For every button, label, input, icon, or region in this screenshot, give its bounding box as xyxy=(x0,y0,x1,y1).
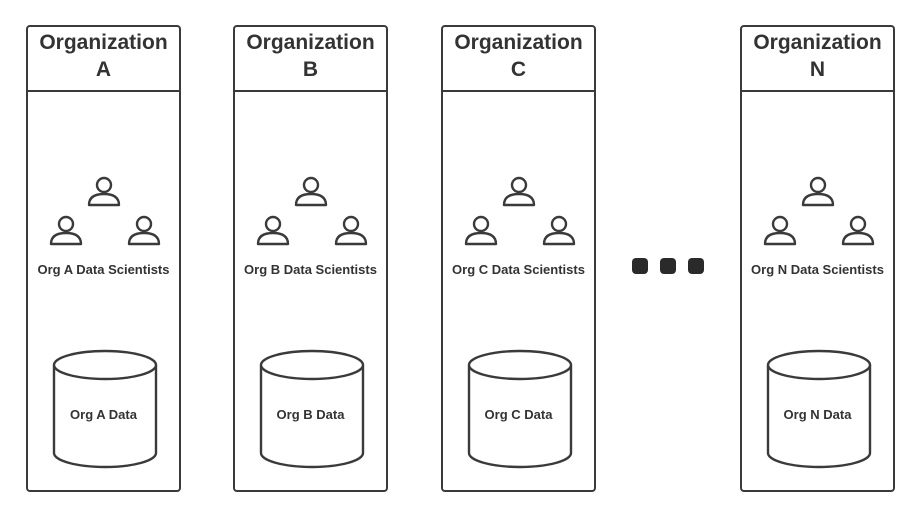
person-icon xyxy=(801,176,835,207)
data-scientists-label: Org A Data Scientists xyxy=(37,262,170,277)
person-icon xyxy=(87,176,121,207)
database-icon xyxy=(259,349,365,469)
ellipsis-icon xyxy=(632,258,704,274)
person-icon xyxy=(334,215,368,246)
person-icon xyxy=(294,176,328,207)
person-icon xyxy=(502,176,536,207)
data-scientists-label: Org N Data Scientists xyxy=(751,262,884,277)
organization-b-box: Organization B Org B Data Scientists Org… xyxy=(233,25,388,492)
data-scientists-group xyxy=(235,172,386,252)
data-scientists-group xyxy=(28,172,179,252)
person-icon xyxy=(464,215,498,246)
org-title-line2: B xyxy=(302,58,319,81)
database-icon xyxy=(467,349,573,469)
org-title-line2: A xyxy=(95,58,112,81)
org-title-line1: Organization xyxy=(246,31,375,54)
data-store-label: Org C Data xyxy=(484,407,553,422)
data-scientists-label: Org B Data Scientists xyxy=(244,262,377,277)
org-title-line2: N xyxy=(809,58,826,81)
data-scientists-group xyxy=(742,172,893,252)
data-store-label: Org A Data xyxy=(70,407,137,422)
data-scientists-group xyxy=(443,172,594,252)
organization-a-header: Organization A xyxy=(28,27,179,92)
person-icon xyxy=(127,215,161,246)
organization-n-header: Organization N xyxy=(742,27,893,92)
organization-n-box: Organization N Org N Data Scientists Org… xyxy=(740,25,895,492)
organization-b-header: Organization B xyxy=(235,27,386,92)
person-icon xyxy=(256,215,290,246)
ellipsis-dot xyxy=(688,258,704,274)
org-title-line1: Organization xyxy=(753,31,882,54)
ellipsis-dot xyxy=(660,258,676,274)
org-title-line2: C xyxy=(510,58,527,81)
org-title-line1: Organization xyxy=(39,31,168,54)
database-icon xyxy=(52,349,158,469)
person-icon xyxy=(841,215,875,246)
ellipsis-dot xyxy=(632,258,648,274)
person-icon xyxy=(542,215,576,246)
data-store-label: Org B Data xyxy=(276,407,345,422)
data-scientists-label: Org C Data Scientists xyxy=(452,262,585,277)
organization-c-header: Organization C xyxy=(443,27,594,92)
organization-c-box: Organization C Org C Data Scientists Org… xyxy=(441,25,596,492)
person-icon xyxy=(49,215,83,246)
data-store-label: Org N Data xyxy=(783,407,852,422)
organization-a-box: Organization A Org A Data Scientists Org… xyxy=(26,25,181,492)
org-title-line1: Organization xyxy=(454,31,583,54)
person-icon xyxy=(763,215,797,246)
database-icon xyxy=(766,349,872,469)
